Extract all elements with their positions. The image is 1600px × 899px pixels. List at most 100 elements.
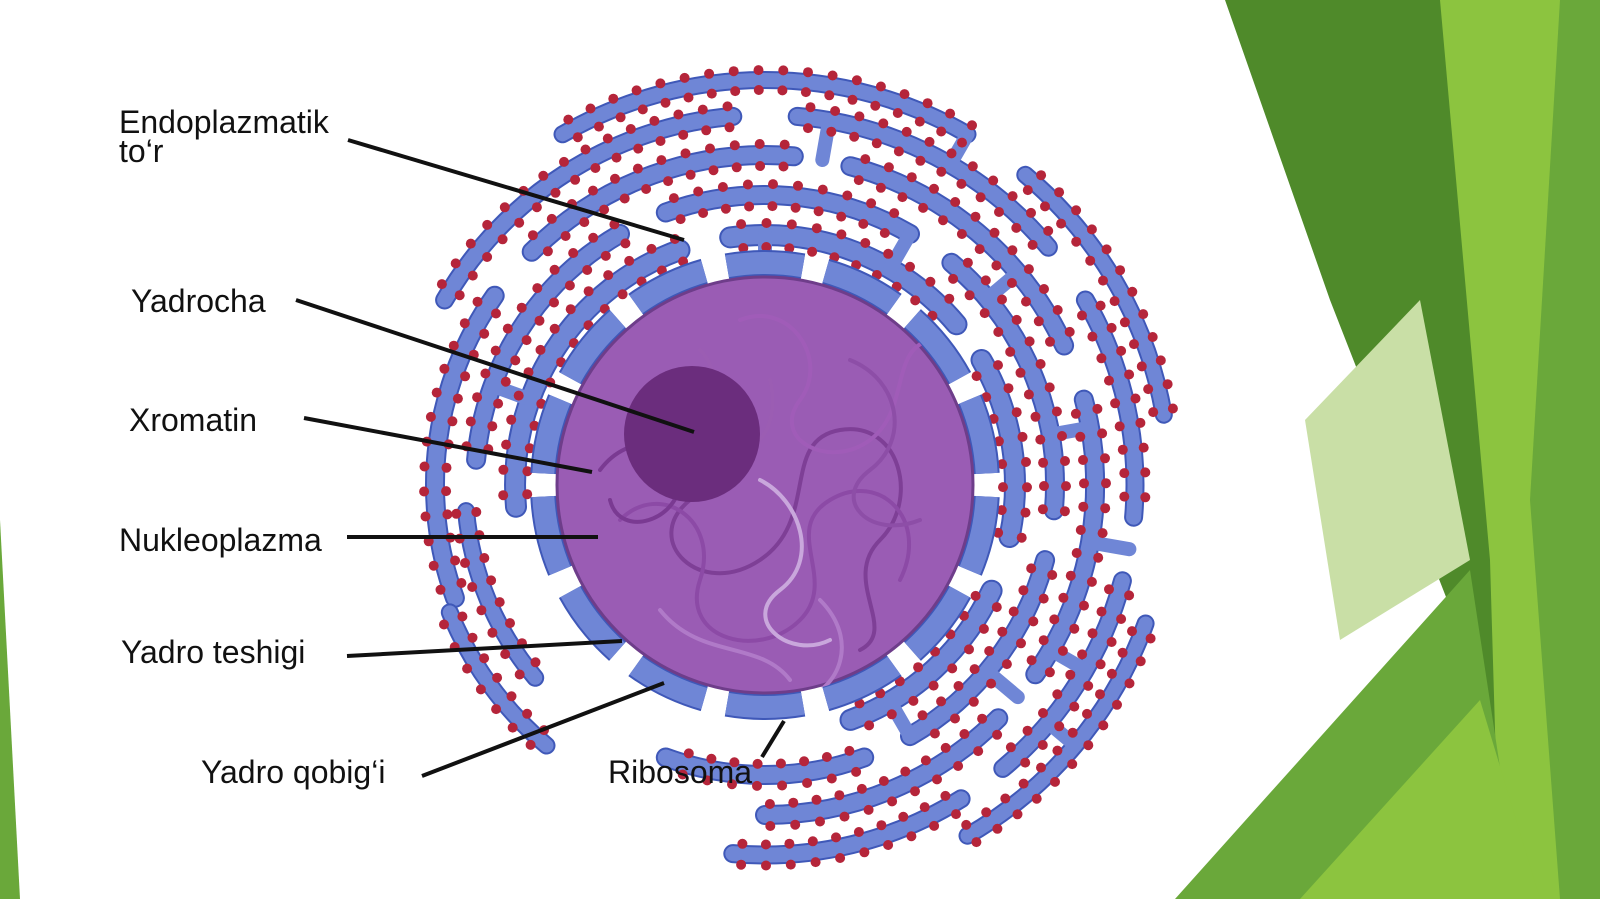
ribosome-dot bbox=[467, 270, 478, 281]
ribosome-dot bbox=[815, 816, 825, 827]
ribosome-dot bbox=[905, 261, 915, 272]
ribosome-dot bbox=[892, 108, 903, 118]
ribosome-dot bbox=[486, 575, 497, 586]
ribosome-dot bbox=[744, 201, 755, 212]
ribosome-dot bbox=[847, 94, 858, 105]
ribosome-dot bbox=[1040, 201, 1050, 212]
ribosome-dot bbox=[454, 290, 465, 301]
er-sheet bbox=[841, 581, 1001, 729]
ribosome-dot bbox=[831, 832, 841, 843]
ribosome-dot bbox=[947, 663, 958, 674]
ribosome-dot bbox=[493, 398, 504, 409]
ribosome-dot bbox=[753, 85, 764, 95]
ribosome-dot bbox=[655, 136, 666, 146]
ribosome-dot bbox=[742, 179, 753, 190]
ribosome-dot bbox=[778, 65, 789, 76]
ribosome-dot bbox=[1065, 669, 1076, 680]
ribosome-dot bbox=[538, 170, 549, 181]
ribosome-dot bbox=[514, 217, 525, 228]
ribosome-dot bbox=[860, 238, 871, 248]
ribosome-dot bbox=[1109, 296, 1120, 307]
ribosome-dot bbox=[1049, 614, 1060, 625]
er-sheet bbox=[459, 504, 543, 685]
ribosome-dot bbox=[736, 859, 747, 870]
ribosome-dot bbox=[1079, 600, 1089, 611]
ribosome-dot bbox=[929, 728, 940, 739]
nucleolus bbox=[624, 366, 760, 502]
ribosome-dot bbox=[633, 143, 644, 154]
er-connector bbox=[1043, 643, 1093, 677]
ribosomes bbox=[419, 65, 1178, 871]
ribosome-dot bbox=[1018, 778, 1029, 789]
er-connector bbox=[980, 664, 1025, 705]
ribosome-dot bbox=[1020, 507, 1031, 518]
ribosome-dot bbox=[1162, 379, 1173, 390]
ribosome-dot bbox=[1003, 383, 1014, 394]
ribosome-dot bbox=[420, 511, 431, 522]
ribosome-dot bbox=[1000, 793, 1011, 804]
er-connector bbox=[815, 113, 837, 167]
er-connector bbox=[980, 265, 1025, 306]
ribosome-dot bbox=[467, 632, 478, 643]
ribosome-dot bbox=[487, 421, 498, 432]
ribosome-dot bbox=[502, 323, 513, 334]
ribosome-dot bbox=[836, 211, 847, 222]
ribosome-dot bbox=[1044, 667, 1055, 678]
envelope-segment bbox=[532, 495, 571, 575]
ribosome-dot bbox=[991, 260, 1002, 271]
ribosome-dot bbox=[1135, 417, 1146, 428]
ribosome-dot bbox=[1140, 492, 1151, 503]
ribosome-dot bbox=[435, 584, 446, 595]
ribosome-dot bbox=[500, 649, 511, 660]
label-nuclear-envelope: Yadro qobig‘i bbox=[201, 754, 386, 790]
ribosome-dot bbox=[698, 208, 709, 218]
ribosome-dot bbox=[1047, 570, 1058, 580]
ribosome-dot bbox=[724, 122, 735, 133]
ribosome-dot bbox=[1037, 740, 1048, 750]
ribosome-dot bbox=[1071, 548, 1082, 558]
ribosome-dot bbox=[803, 123, 813, 134]
ribosome-dot bbox=[482, 252, 493, 262]
ribosome-dot bbox=[1129, 339, 1139, 350]
ribosome-dot bbox=[775, 758, 786, 769]
ribosome-dot bbox=[441, 462, 452, 473]
label-nuclear-pore: Yadro teshigi bbox=[121, 634, 306, 670]
ribosome-dot bbox=[777, 85, 788, 96]
ribosome-dot bbox=[870, 100, 881, 111]
envelope-segment bbox=[725, 252, 805, 278]
ribosome-dot bbox=[853, 827, 864, 837]
ribosome-dot bbox=[834, 790, 845, 801]
ribosome-dot bbox=[910, 295, 921, 306]
ribosome-dot bbox=[940, 742, 951, 753]
ribosome-dot bbox=[842, 190, 853, 201]
er-sheet bbox=[523, 147, 802, 260]
ribosome-dot bbox=[532, 283, 543, 294]
ribosome-dot bbox=[1038, 593, 1049, 604]
er-sheet bbox=[757, 710, 1007, 823]
ribosome-dot bbox=[839, 811, 850, 822]
ribosome-dot bbox=[967, 120, 977, 131]
ribosome-dot bbox=[482, 219, 493, 230]
ribosome-dot bbox=[863, 804, 874, 815]
ribosome-dot bbox=[602, 133, 613, 144]
ribosome-dot bbox=[522, 489, 533, 500]
ribosome-dot bbox=[830, 106, 841, 116]
ribosome-dot bbox=[1064, 326, 1075, 337]
ribosome-dot bbox=[491, 704, 502, 715]
ribosome-dot bbox=[854, 111, 865, 122]
ribosome-dot bbox=[1033, 316, 1044, 327]
ribosome-dot bbox=[1016, 532, 1027, 543]
ribosome-dot bbox=[1067, 727, 1078, 738]
envelope-segment bbox=[822, 260, 901, 314]
ribosome-dot bbox=[442, 509, 453, 520]
ribosome-dot bbox=[978, 623, 989, 634]
ribosome-dot bbox=[851, 766, 862, 777]
ribosome-dot bbox=[510, 355, 521, 366]
label-er-line1: Endoplazmatik bbox=[119, 104, 329, 140]
ribosome-dot bbox=[1096, 606, 1107, 617]
ribosome-dot bbox=[479, 553, 490, 563]
ribosome-dot bbox=[932, 774, 942, 785]
ribosome-dot bbox=[683, 748, 694, 759]
ribosome-dot bbox=[1095, 300, 1106, 311]
er-connector bbox=[1083, 535, 1137, 557]
